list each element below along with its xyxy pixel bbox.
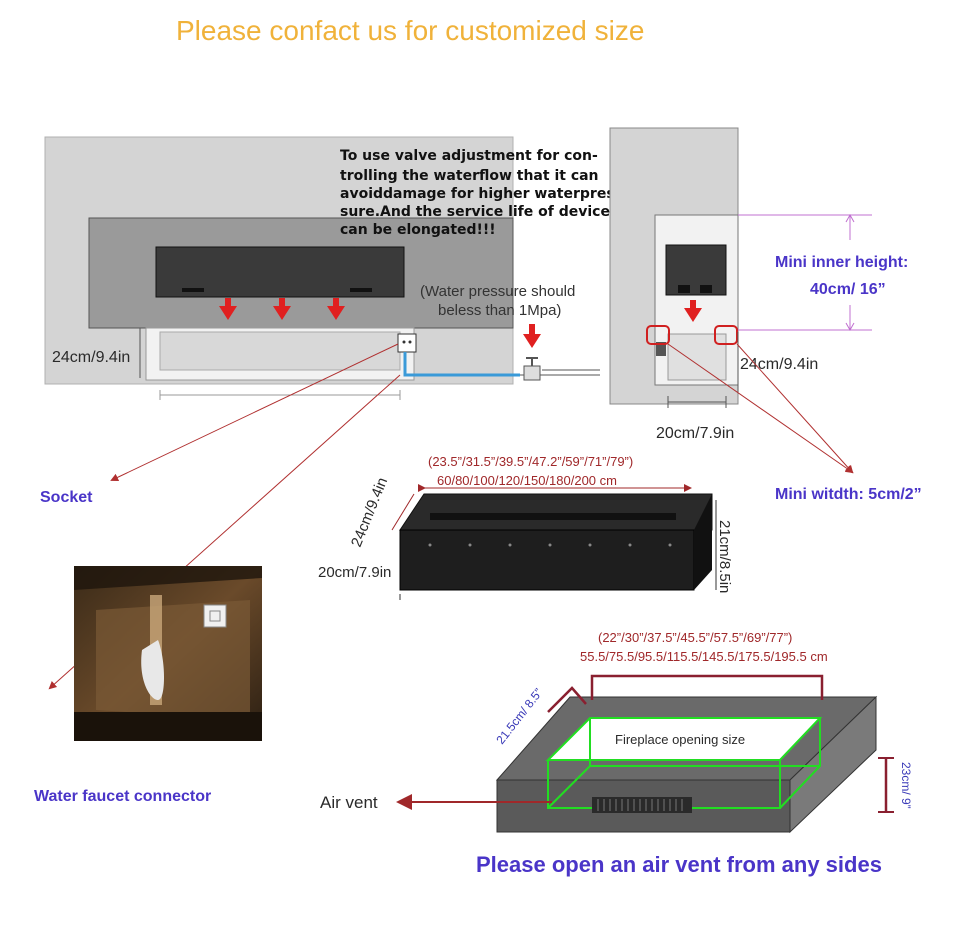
left-wall-diagram: 24cm/9.4in — [44, 136, 600, 400]
faucet-label: Water faucet connector — [34, 788, 211, 805]
burner-height-label: 21cm/8.5in — [716, 520, 733, 593]
burner-front-label: 20cm/7.9in — [318, 564, 391, 581]
right-wall-diagram: 24cm/9.4in 20cm/7.9in Mini inner height:… — [609, 127, 922, 503]
opening-label: Fireplace opening size — [615, 732, 745, 747]
right-width-label: 20cm/7.9in — [656, 425, 734, 442]
inner-height-label: Mini inner height: — [775, 254, 908, 271]
note-line: can be elongated!!! — [340, 222, 496, 238]
down-arrow-icon — [219, 298, 345, 320]
burner-unit — [391, 484, 717, 600]
air-vent-label: Air vent — [320, 793, 378, 812]
pressure-line: beless than 1Mpa) — [438, 302, 561, 319]
box-height-label: 23cm/ 9” — [899, 762, 913, 809]
corner-highlight — [714, 325, 738, 345]
down-arrow-icon — [523, 324, 541, 348]
inner-height-value: 40cm/ 16” — [810, 281, 886, 298]
faucet-photo — [74, 566, 262, 741]
socket-leader — [110, 343, 399, 482]
left-height-label: 24cm/9.4in — [52, 349, 130, 366]
box-sizes-in: (22”/30”/37.5”/45.5”/57.5”/69”/77”) — [598, 630, 792, 645]
corner-highlight — [646, 325, 670, 345]
page-title: Please confact us for customized size — [176, 15, 644, 46]
socket-icon — [397, 333, 417, 353]
pressure-note: (Water pressure should beless than 1Mpa) — [420, 283, 575, 319]
air-vent-grille — [592, 797, 692, 813]
pressure-line: (Water pressure should — [420, 283, 575, 300]
right-height-label: 24cm/9.4in — [740, 356, 818, 373]
valve-icon — [523, 357, 541, 381]
burner-sizes-in: (23.5”/31.5”/39.5”/47.2”/59”/71”/79”) — [428, 454, 633, 469]
note-line: To use valve adjustment for con- — [340, 148, 598, 164]
note-line: trolling the waterflow that it can — [340, 168, 599, 184]
socket-label: Socket — [40, 489, 93, 506]
burner-depth-label: 24cm/9.4in — [348, 475, 391, 549]
down-arrow-icon — [684, 300, 702, 322]
valve-note: To use valve adjustment for con- trollin… — [340, 148, 621, 238]
mini-width-label: Mini witdth: 5cm/2” — [775, 486, 922, 503]
fireplace-box — [396, 674, 894, 834]
note-line: avoiddamage for higher waterpres- — [340, 186, 621, 202]
burner-sizes-cm: 60/80/100/120/150/180/200 cm — [437, 473, 617, 488]
air-vent-note: Please open an air vent from any sides — [476, 852, 882, 877]
note-line: sure.And the service life of device — [340, 204, 610, 220]
box-sizes-cm: 55.5/75.5/95.5/115.5/145.5/175.5/195.5 c… — [580, 649, 828, 664]
